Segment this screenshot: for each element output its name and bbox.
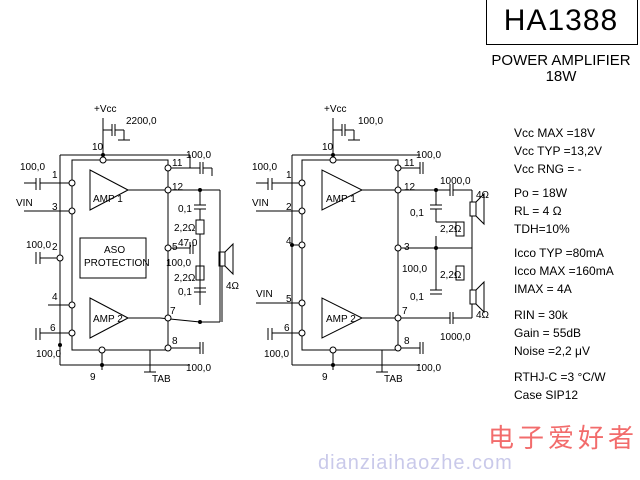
right-schematic: [256, 118, 485, 373]
right-pin-5: 5: [286, 294, 292, 305]
left-vin-label: VIN: [16, 198, 33, 209]
left-val-c01a: 0,1: [178, 204, 192, 215]
right-val-c1: 100,0: [252, 162, 277, 173]
spec-vcc-rng: Vcc RNG = -: [514, 162, 582, 176]
left-schematic: [24, 118, 234, 373]
spec-po: Po = 18W: [514, 186, 568, 200]
left-pin-4: 4: [52, 292, 58, 303]
right-pin-1: 1: [286, 170, 292, 181]
right-val-c11: 100,0: [416, 150, 441, 161]
spec-case: Case SIP12: [514, 388, 579, 402]
left-pin-1: 1: [52, 170, 58, 181]
spec-noise: Noise =2,2 μV: [514, 344, 590, 358]
right-amp1-label: AMP 1: [326, 194, 356, 205]
right-pin-7: 7: [402, 306, 408, 317]
left-val-c6: 100,0: [36, 349, 61, 360]
left-val-r2: 2,2Ω: [174, 273, 196, 284]
left-pin-2: 2: [52, 242, 58, 253]
left-val-c5b: 100,0: [166, 258, 191, 269]
right-val-c1000a: 1000,0: [440, 176, 471, 187]
aso-label: ASO: [104, 245, 125, 256]
left-pin-11: 11: [172, 158, 183, 169]
right-pin-4: 4: [286, 236, 292, 247]
right-amp2-label: AMP 2: [326, 314, 356, 325]
spec-icco-typ: Icco TYP =80mA: [514, 246, 604, 260]
left-val-c11: 100,0: [186, 150, 211, 161]
spec-thd: TDH=10%: [514, 222, 570, 236]
protection-label: PROTECTION: [84, 258, 150, 269]
right-vcc-label: +Vcc: [324, 104, 347, 115]
left-amp1-label: AMP 1: [93, 194, 123, 205]
right-cap-vcc: 100,0: [358, 116, 383, 127]
left-speaker-ohm: 4Ω: [226, 281, 240, 292]
spec-vcc-max: Vcc MAX =18V: [514, 126, 596, 140]
left-val-c01b: 0,1: [178, 287, 192, 298]
spec-vcc-typ: Vcc TYP =13,2V: [514, 144, 602, 158]
left-pin-5: 5: [172, 242, 178, 253]
title-box: [486, 0, 638, 45]
left-val-c1: 100,0: [20, 162, 45, 173]
watermark-url: dianziaihaozhe.com: [318, 452, 513, 474]
right-val-c01b: 0,1: [410, 292, 424, 303]
spec-imax: IMAX = 4A: [514, 282, 572, 296]
right-val-r2: 2,2Ω: [440, 270, 462, 281]
spec-rin: RIN = 30k: [514, 308, 568, 322]
right-val-c01a: 0,1: [410, 208, 424, 219]
left-val-c47: 47,0: [178, 238, 198, 249]
left-pin-9: 9: [90, 372, 96, 383]
spec-gain: Gain = 55dB: [514, 326, 582, 340]
right-speaker2-ohm: 4Ω: [476, 310, 490, 321]
right-val-c1000b: 1000,0: [440, 332, 471, 343]
left-pin-8: 8: [172, 336, 178, 347]
left-cap-vcc: 2200,0: [126, 116, 157, 127]
left-pin-3: 3: [52, 202, 58, 213]
power-rating: 18W: [545, 68, 577, 85]
left-amp2-label: AMP 2: [93, 314, 123, 325]
spec-icco-max: Icco MAX =160mA: [514, 264, 614, 278]
right-pin-6: 6: [284, 323, 290, 334]
left-pin-12: 12: [172, 182, 184, 193]
left-vcc-label: +Vcc: [94, 104, 117, 115]
right-pin-2: 2: [286, 202, 292, 213]
left-tab-label: TAB: [152, 374, 171, 385]
device-type: POWER AMPLIFIER: [491, 52, 631, 69]
right-pin-10: 10: [322, 142, 334, 153]
left-val-c2: 100,0: [26, 240, 51, 251]
right-val-c8: 100,0: [416, 363, 441, 374]
right-pin-3: 3: [404, 242, 410, 253]
left-val-c8: 100,0: [186, 363, 211, 374]
part-number-title: HA1388: [503, 4, 619, 37]
right-val-c6: 100,0: [264, 349, 289, 360]
watermark-chinese: 电子爱好者: [488, 424, 639, 454]
spec-rthjc: RTHJ-C =3 °C/W: [514, 370, 606, 384]
left-pin-10: 10: [92, 142, 104, 153]
right-vin1-label: VIN: [252, 198, 269, 209]
pin-circles: [56, 156, 402, 354]
right-pin-9: 9: [322, 372, 328, 383]
right-vin2-label: VIN: [256, 289, 273, 300]
right-pin-12: 12: [404, 182, 416, 193]
right-pin-8: 8: [404, 336, 410, 347]
right-val-c100: 100,0: [402, 264, 427, 275]
right-tab-label: TAB: [384, 374, 403, 385]
left-pin-7: 7: [170, 306, 176, 317]
spec-rl: RL = 4 Ω: [514, 204, 562, 218]
right-speaker1-ohm: 4Ω: [476, 190, 490, 201]
right-val-r1: 2,2Ω: [440, 224, 462, 235]
left-val-r1: 2,2Ω: [174, 223, 196, 234]
left-pin-6: 6: [50, 323, 56, 334]
right-pin-11: 11: [404, 158, 415, 169]
